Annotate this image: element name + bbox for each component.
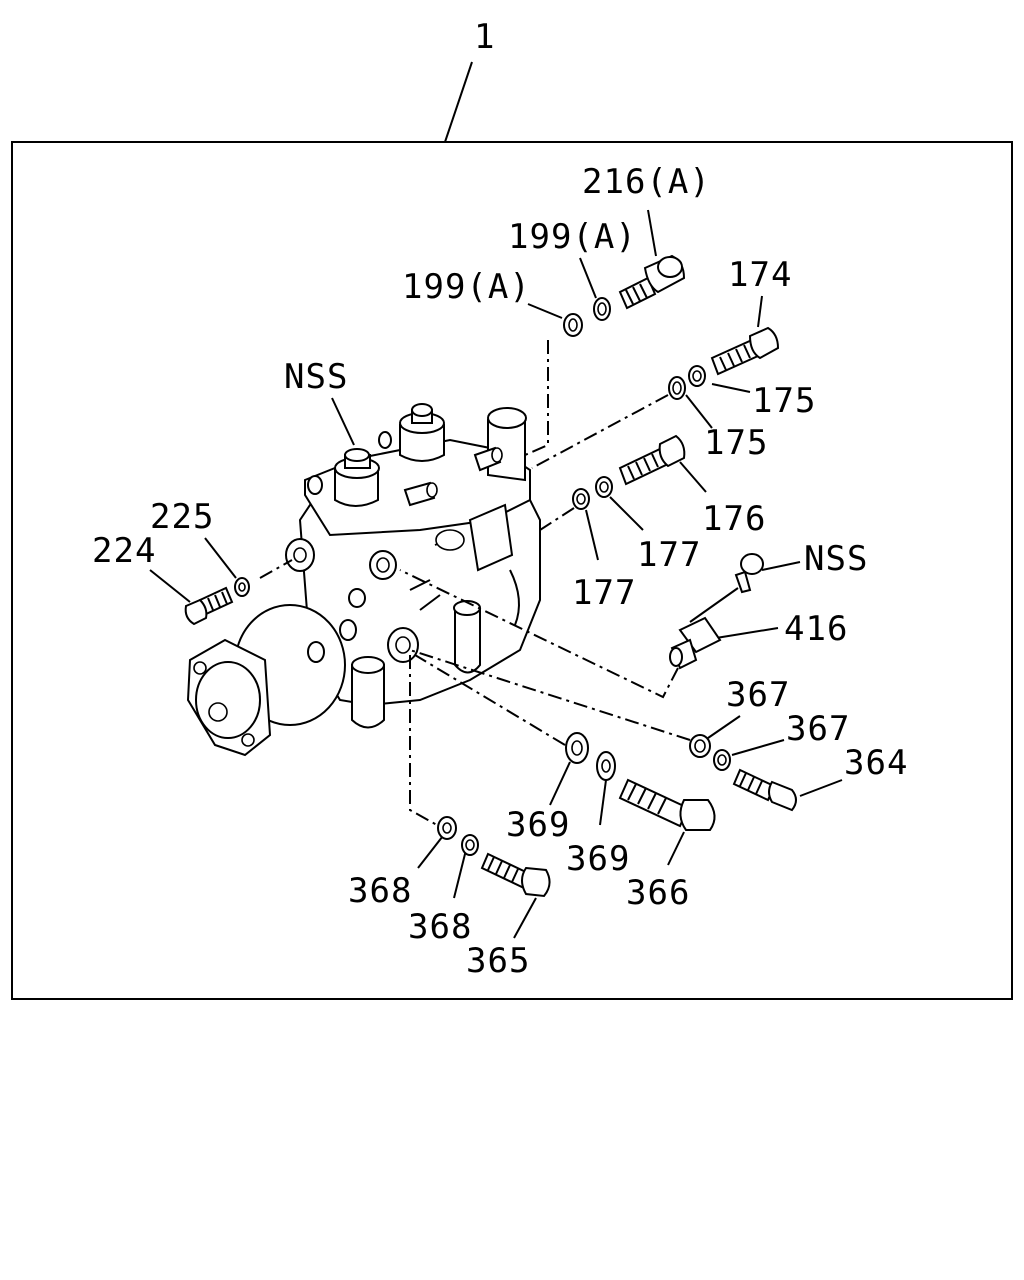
part-nss-screw bbox=[734, 553, 764, 594]
injection-pump-body bbox=[186, 403, 541, 757]
label-416: 416 bbox=[784, 609, 848, 649]
label-174: 174 bbox=[728, 255, 792, 295]
leader-lines bbox=[149, 209, 843, 939]
label-199a-lower: 199(A) bbox=[402, 267, 531, 307]
label-368-upper: 368 bbox=[348, 871, 412, 911]
label-369-upper: 369 bbox=[506, 805, 570, 845]
diagram-frame bbox=[11, 141, 1013, 1000]
label-368-lower: 368 bbox=[408, 907, 472, 947]
label-nss-top: NSS bbox=[284, 357, 348, 397]
part-174-bolt bbox=[710, 326, 780, 376]
label-175-lower: 175 bbox=[704, 423, 768, 463]
part-416-sensor bbox=[669, 616, 722, 670]
part-224-bolt bbox=[184, 586, 234, 626]
part-365-bolt bbox=[480, 852, 551, 898]
part-176-bolt bbox=[618, 434, 686, 486]
part-364-bolt bbox=[732, 768, 797, 812]
label-367-lower: 367 bbox=[786, 709, 850, 749]
label-199a-upper: 199(A) bbox=[508, 217, 637, 257]
label-176: 176 bbox=[702, 499, 766, 539]
label-216a: 216(A) bbox=[582, 162, 711, 202]
leader-assembly bbox=[444, 61, 473, 143]
label-177-lower: 177 bbox=[572, 573, 636, 613]
label-224: 224 bbox=[92, 531, 156, 571]
label-nss-right: NSS bbox=[804, 539, 868, 579]
label-367-upper: 367 bbox=[726, 675, 790, 715]
label-225: 225 bbox=[150, 497, 214, 537]
label-1: 1 bbox=[474, 17, 495, 57]
part-366-bolt bbox=[618, 778, 716, 831]
part-216a-bolt bbox=[618, 254, 686, 310]
label-364: 364 bbox=[844, 743, 908, 783]
label-177-upper: 177 bbox=[637, 535, 701, 575]
label-365: 365 bbox=[466, 941, 530, 981]
label-366: 366 bbox=[626, 873, 690, 913]
label-175-upper: 175 bbox=[752, 381, 816, 421]
label-369-lower: 369 bbox=[566, 839, 630, 879]
